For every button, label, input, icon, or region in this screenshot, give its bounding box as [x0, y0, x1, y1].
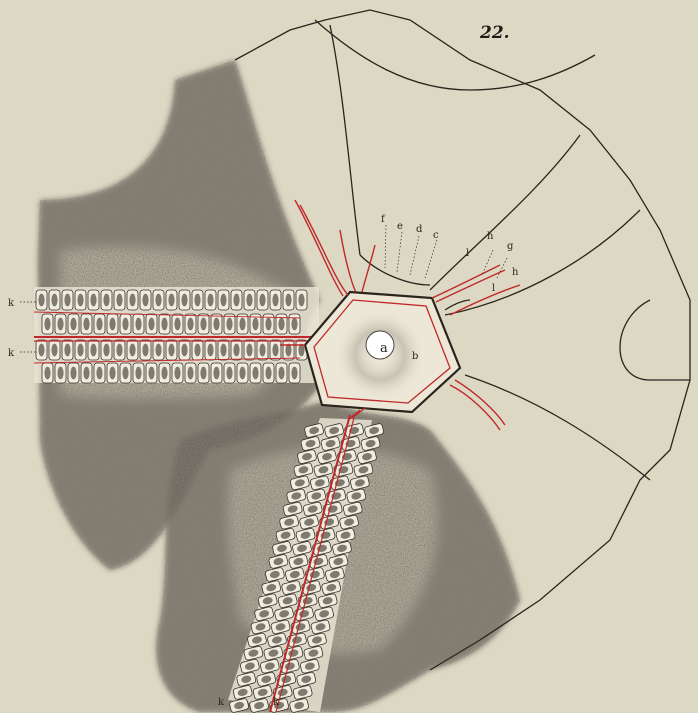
cell-nucleus [155, 344, 161, 357]
cell-nucleus [246, 294, 252, 307]
cell-nucleus [285, 294, 291, 307]
label-l-upper: l [466, 248, 469, 259]
cell-nucleus [83, 318, 89, 331]
cell-nucleus [174, 367, 180, 380]
cell-nucleus [168, 294, 174, 307]
cell-nucleus [129, 294, 135, 307]
cell-nucleus [148, 367, 154, 380]
cell-nucleus [213, 318, 219, 331]
label-f: f [381, 214, 386, 225]
cell-nucleus [233, 344, 239, 357]
cell-nucleus [259, 294, 265, 307]
label-c: c [433, 230, 439, 241]
cell-nucleus [135, 318, 141, 331]
cell-nucleus [57, 367, 63, 380]
cell-nucleus [272, 294, 278, 307]
cell-nucleus [194, 344, 200, 357]
cell-nucleus [207, 344, 213, 357]
cell-nucleus [252, 318, 258, 331]
cell-nucleus [51, 294, 57, 307]
cell-nucleus [200, 367, 206, 380]
cell-nucleus [181, 344, 187, 357]
cell-nucleus [226, 318, 232, 331]
plate-number: 22. [479, 23, 510, 43]
cell-nucleus [103, 294, 109, 307]
cell-nucleus [129, 344, 135, 357]
label-g: g [507, 241, 514, 252]
cell-nucleus [70, 367, 76, 380]
cell-nucleus [38, 294, 44, 307]
cell-nucleus [57, 318, 63, 331]
cell-nucleus [226, 367, 232, 380]
cell-nucleus [109, 367, 115, 380]
cell-nucleus [161, 367, 167, 380]
label-k-bottom-left: k [218, 697, 225, 708]
cell-nucleus [187, 318, 193, 331]
cell-nucleus [116, 344, 122, 357]
cell-nucleus [109, 318, 115, 331]
cell-nucleus [207, 294, 213, 307]
cell-nucleus [239, 318, 245, 331]
cell-nucleus [213, 367, 219, 380]
cell-nucleus [64, 294, 70, 307]
cell-nucleus [122, 318, 128, 331]
label-h-upper: h [487, 231, 494, 242]
label-k-left-lower: k [8, 348, 15, 359]
label-a: a [380, 341, 388, 356]
cell-nucleus [44, 367, 50, 380]
label-l-lower: l [492, 283, 495, 294]
cell-nucleus [96, 367, 102, 380]
cell-nucleus [77, 294, 83, 307]
cell-nucleus [278, 367, 284, 380]
cell-nucleus [70, 318, 76, 331]
cell-nucleus [116, 294, 122, 307]
cell-nucleus [265, 367, 271, 380]
cell-nucleus [220, 344, 226, 357]
cell-nucleus [44, 318, 50, 331]
cell-nucleus [278, 318, 284, 331]
cell-nucleus [174, 318, 180, 331]
cell-nucleus [298, 294, 304, 307]
cell-nucleus [83, 367, 89, 380]
cell-nucleus [135, 367, 141, 380]
cell-nucleus [194, 294, 200, 307]
cell-nucleus [90, 294, 96, 307]
label-e: e [397, 221, 403, 232]
cell-nucleus [51, 344, 57, 357]
cell-nucleus [142, 344, 148, 357]
cell-nucleus [291, 318, 297, 331]
cell-nucleus [38, 344, 44, 357]
cell-nucleus [161, 318, 167, 331]
left-ambulacral-cells [34, 287, 319, 383]
cell-nucleus [90, 344, 96, 357]
cell-nucleus [64, 344, 70, 357]
label-k-left-upper: k [8, 298, 15, 309]
cell-nucleus [259, 344, 265, 357]
cell-nucleus [272, 344, 278, 357]
cell-nucleus [155, 294, 161, 307]
cell-nucleus [148, 318, 154, 331]
label-h-lower: h [512, 267, 519, 278]
cell-nucleus [122, 367, 128, 380]
cell-nucleus [265, 318, 271, 331]
cell-nucleus [220, 294, 226, 307]
cell-nucleus [168, 344, 174, 357]
label-b: b [412, 351, 418, 362]
cell-nucleus [142, 294, 148, 307]
cell-nucleus [291, 367, 297, 380]
label-k-bottom-right: k [273, 697, 280, 708]
cell-nucleus [96, 318, 102, 331]
cell-nucleus [77, 344, 83, 357]
cell-nucleus [252, 367, 258, 380]
cell-nucleus [233, 294, 239, 307]
label-d: d [416, 224, 423, 235]
cell-nucleus [200, 318, 206, 331]
cell-nucleus [181, 294, 187, 307]
cell-nucleus [239, 367, 245, 380]
cell-nucleus [103, 344, 109, 357]
cell-nucleus [187, 367, 193, 380]
cell-nucleus [246, 344, 252, 357]
